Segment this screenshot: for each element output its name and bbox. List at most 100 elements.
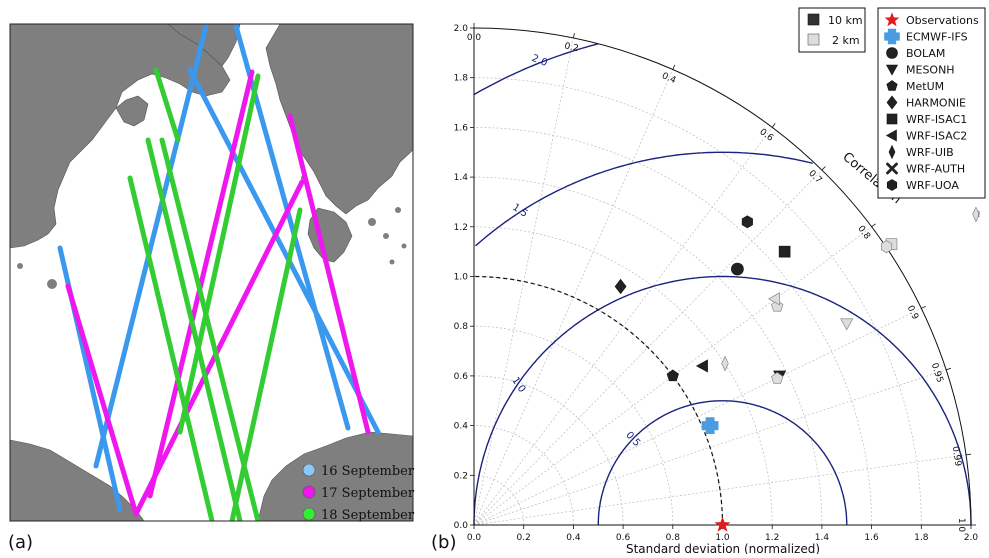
legend-wrf-isac2-marker bbox=[885, 129, 897, 142]
correlation-tick bbox=[821, 166, 826, 171]
legend-swatch-17-september bbox=[302, 485, 316, 499]
correlation-tick-label: 0.7 bbox=[806, 169, 823, 186]
reference-std-arc bbox=[473, 275, 724, 526]
legend-mesonh-label: MESONH bbox=[906, 64, 955, 77]
tracks-18-september bbox=[127, 67, 303, 521]
legend-label-16-september: 16 September bbox=[321, 464, 415, 479]
correlation-tick-label: 0.9 bbox=[905, 304, 920, 321]
point-metum-2km bbox=[771, 371, 784, 384]
correlation-tick-label: 0.0 bbox=[467, 33, 482, 43]
tracks-17-september bbox=[65, 69, 371, 517]
x-tick-label: 1.4 bbox=[815, 533, 830, 543]
legend-harmonie-label: HARMONIE bbox=[906, 97, 966, 110]
point-wrf-uoa-2km bbox=[880, 240, 893, 254]
legend-swatch-10km bbox=[807, 13, 820, 26]
rmsd-contour bbox=[473, 43, 599, 96]
legend-wrf-isac1-label: WRF-ISAC1 bbox=[906, 113, 967, 126]
x-axis-label: Standard deviation (normalized) bbox=[626, 542, 820, 554]
rmsd-contour-label: 2.0 bbox=[530, 53, 549, 69]
correlation-tick-label: 0.4 bbox=[660, 71, 677, 86]
correlation-tick-label: 0.95 bbox=[929, 362, 945, 384]
legend-swatch-16-september bbox=[302, 463, 316, 477]
legend-wrf-isac2-label: WRF-ISAC2 bbox=[906, 130, 967, 143]
legend-wrf-uib-marker bbox=[888, 144, 896, 160]
std-grid-arc bbox=[473, 77, 922, 526]
point-wrf-isac1-10km bbox=[778, 245, 791, 258]
correlation-tick bbox=[965, 453, 972, 456]
legend-label-2km: 2 km bbox=[832, 34, 860, 47]
legend-harmonie-marker bbox=[886, 95, 898, 110]
legend-swatch-2km bbox=[807, 33, 820, 46]
correlation-tick bbox=[672, 64, 676, 70]
std-grid-arc bbox=[473, 325, 674, 526]
legend-wrf-uib-label: WRF-UIB bbox=[906, 146, 954, 159]
std-grid-arc bbox=[473, 425, 574, 526]
correlation-tick-label: 0.8 bbox=[855, 224, 872, 242]
legend-observations-label: Observations bbox=[906, 14, 979, 27]
x-tick-label: 0.4 bbox=[566, 533, 581, 543]
y-tick-label: 0.0 bbox=[454, 521, 469, 531]
map-frame bbox=[9, 23, 414, 522]
satellite-track-map: 16 September 17 September 18 September (… bbox=[8, 23, 415, 553]
correlation-tick bbox=[921, 305, 926, 309]
point-wrf-uib-2km bbox=[972, 206, 980, 223]
legend-swatch-18-september bbox=[302, 507, 316, 521]
point-metum-10km bbox=[666, 369, 679, 382]
legend-metum-marker bbox=[886, 80, 898, 91]
std-grid-arc bbox=[473, 276, 723, 526]
correlation-tick-label: 0.2 bbox=[563, 42, 579, 55]
point-harmonie-10km bbox=[614, 278, 627, 295]
x-tick-label: 1.0 bbox=[715, 533, 730, 543]
std-grid-arc bbox=[473, 375, 624, 526]
point-bolam-10km bbox=[731, 262, 744, 276]
y-tick-label: 0.4 bbox=[454, 422, 469, 432]
correlation-grid-line bbox=[473, 127, 773, 526]
taylor-points bbox=[614, 206, 980, 532]
y-tick-label: 1.6 bbox=[454, 123, 469, 133]
std-grid-arc bbox=[473, 474, 525, 526]
point-wrf-uoa-10km bbox=[741, 215, 753, 229]
std-grid-arc bbox=[473, 176, 823, 526]
map-legend: 16 September 17 September 18 September bbox=[302, 463, 415, 523]
rmsd-contour bbox=[473, 275, 972, 525]
rmsd-contour bbox=[475, 151, 813, 247]
legend-wrf-auth-marker bbox=[886, 162, 898, 175]
rmsd-contours: 0.51.01.52.0 bbox=[473, 43, 972, 526]
legend-wrf-uoa-marker bbox=[886, 179, 898, 191]
y-tick-label: 0.2 bbox=[454, 471, 468, 481]
map-land bbox=[10, 24, 413, 521]
y-tick-label: 0.6 bbox=[454, 372, 469, 382]
y-tick-label: 1.0 bbox=[454, 273, 469, 283]
rmsd-contour bbox=[597, 400, 848, 526]
panel-label-a: (a) bbox=[8, 532, 33, 553]
point-metum-2km bbox=[771, 299, 784, 312]
offscale-marker: ≀ bbox=[977, 209, 981, 220]
point-ecmwf-ifs bbox=[701, 417, 719, 435]
legend-bolam-marker bbox=[886, 47, 898, 59]
y-tick-label: 2.0 bbox=[454, 24, 469, 34]
correlation-tick-label: 1.0 bbox=[956, 518, 966, 533]
x-tick-label: 1.8 bbox=[914, 533, 929, 543]
point-wrf-isac2-10km bbox=[695, 359, 708, 373]
x-tick-label: 1.2 bbox=[765, 533, 779, 543]
legend-observations-marker bbox=[884, 12, 900, 27]
legend-wrf-isac1-marker bbox=[886, 113, 898, 125]
correlation-tick bbox=[771, 123, 776, 128]
point-wrf-isac2-2km bbox=[768, 292, 780, 306]
x-tick-label: 2.0 bbox=[964, 533, 979, 543]
x-tick-label: 0.0 bbox=[467, 533, 482, 543]
outer-correlation-arc bbox=[473, 27, 972, 526]
y-tick-label: 1.2 bbox=[454, 223, 468, 233]
legend-label-17-september: 17 September bbox=[321, 486, 415, 501]
legend-label-18-september: 18 September bbox=[321, 508, 415, 523]
correlation-tick-label: 0.99 bbox=[950, 446, 963, 468]
std-grid-arc bbox=[473, 226, 773, 526]
y-tick-label: 0.8 bbox=[454, 322, 469, 332]
point-wrf-uib-2km bbox=[721, 355, 729, 372]
std-grid-arc bbox=[473, 127, 872, 526]
point-mesonh-2km bbox=[840, 318, 854, 331]
point-observations bbox=[714, 516, 731, 532]
x-tick-label: 0.8 bbox=[666, 533, 681, 543]
